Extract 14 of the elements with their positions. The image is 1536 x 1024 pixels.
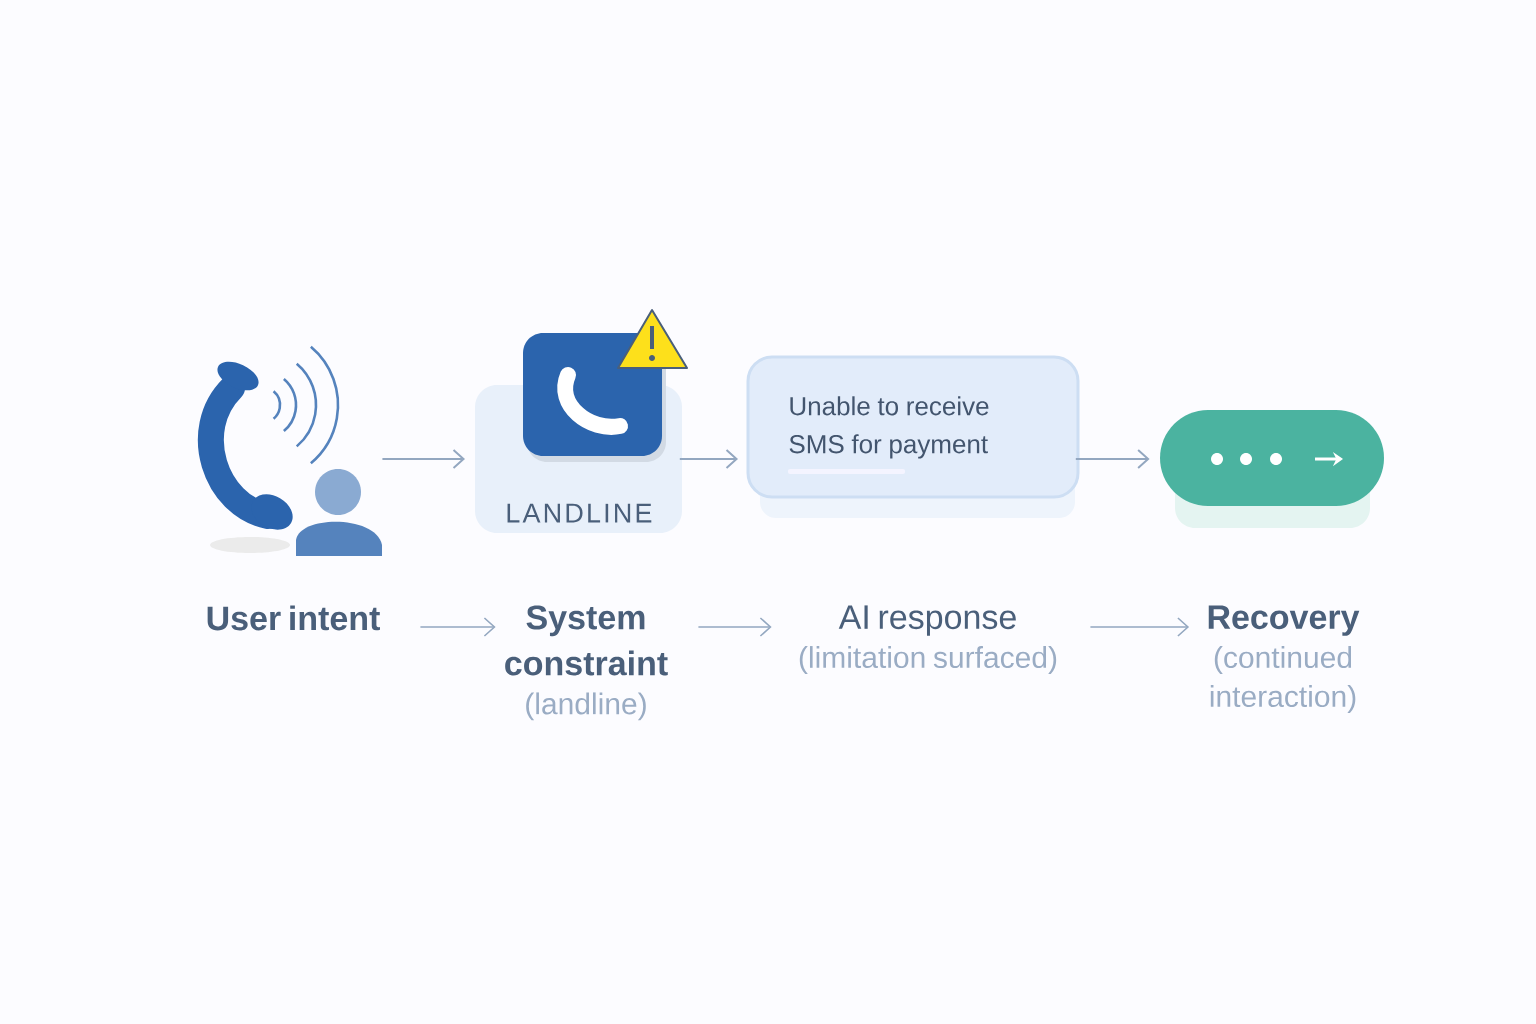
stage-label: AI response (limitation surfaced) — [799, 605, 1057, 674]
landline-card: LANDLINE — [475, 309, 688, 533]
caller-drawing — [197, 345, 382, 556]
stage-label: System constraint (landline) — [505, 605, 668, 721]
arrow — [381, 449, 465, 469]
arrow — [678, 449, 738, 469]
arrow — [697, 617, 772, 637]
stage-label: Recovery (continued interaction) — [1208, 605, 1360, 713]
arrow — [419, 617, 496, 637]
message-bubble: Unable to receive SMS for payment — [746, 355, 1080, 518]
stage-label: User intent — [207, 605, 380, 631]
continue-button — [1160, 410, 1384, 528]
arrow — [1074, 449, 1150, 469]
arrow — [1089, 617, 1190, 637]
